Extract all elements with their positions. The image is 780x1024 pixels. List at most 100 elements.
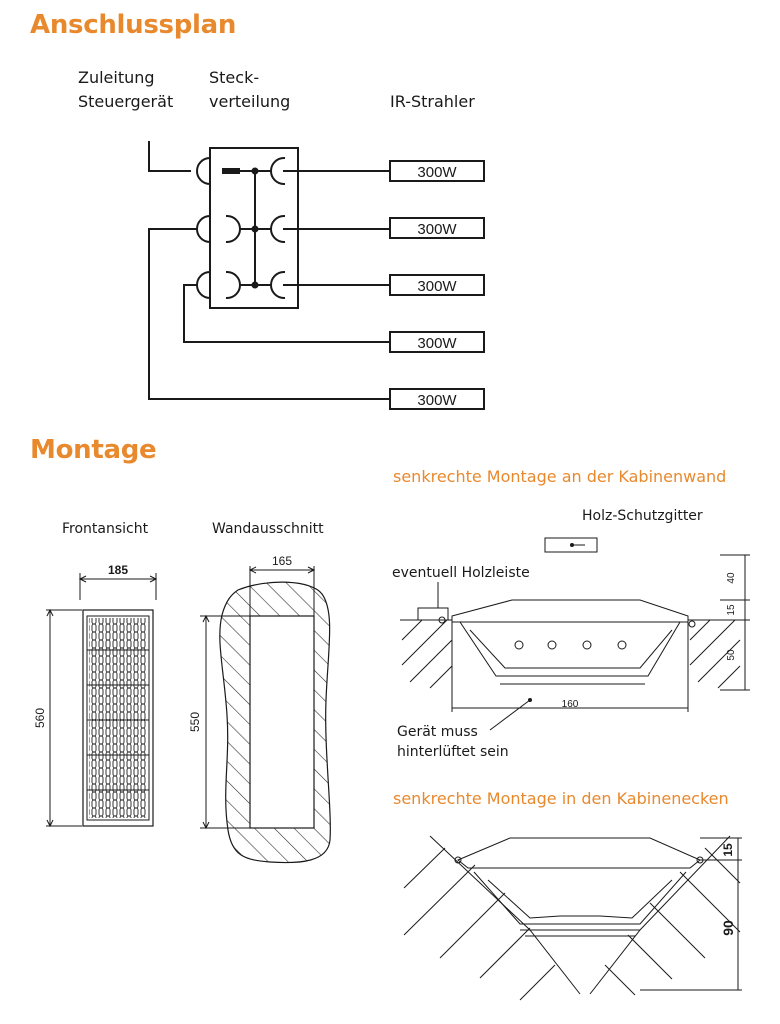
corner-wall-left <box>429 835 581 995</box>
dim-15-value: 15 <box>726 604 737 616</box>
corner-hatch-1 <box>403 847 446 889</box>
junction-dot-2 <box>251 225 259 233</box>
screw-right <box>688 620 696 628</box>
socket-left-2 <box>196 214 212 244</box>
corner-dim-90-value: 90 <box>720 920 736 936</box>
wall-hatch-6 <box>689 619 736 666</box>
wall-hatch-3 <box>409 639 453 683</box>
wall-width-arrow-r <box>307 566 316 574</box>
front-heater-frame <box>82 609 154 827</box>
dim-160-value: 160 <box>562 699 579 710</box>
front-height-arrow-b <box>46 819 54 828</box>
distribution-box <box>209 147 299 309</box>
steckverteilung-line-1: Steck- <box>209 68 260 87</box>
junction-dot-3 <box>251 281 259 289</box>
heater-reflector <box>469 629 673 669</box>
heater-box-3 <box>389 274 485 296</box>
socket-left-3 <box>196 270 212 300</box>
wall-hatch-5 <box>689 619 711 641</box>
heater-label-5: 300W <box>417 392 457 409</box>
line-heater-4 <box>183 284 391 343</box>
wood-strip <box>417 607 449 621</box>
socket-inner-right-3 <box>270 270 286 300</box>
frontansicht-title: Frontansicht <box>62 521 149 537</box>
corner-hatch-10 <box>604 964 636 996</box>
line-heater-5 <box>148 228 391 400</box>
wall-width-arrow-l <box>248 566 257 574</box>
wall-hatch-2 <box>401 619 448 666</box>
dim-50-value: 50 <box>726 649 737 661</box>
luft-dot <box>528 698 532 702</box>
wandausschnitt-title: Wandausschnitt <box>212 521 324 537</box>
wall-opening <box>249 615 315 829</box>
front-heater-inner <box>86 615 150 821</box>
hinterlueftet-label: Gerät muss hinterlüftet sein <box>397 722 509 762</box>
holz-schutzgitter-label: Holz-Schutzgitter <box>582 508 703 524</box>
corner-hatch-9 <box>627 934 673 980</box>
wall-right-edge <box>687 619 745 690</box>
front-width-arrow-r <box>149 575 158 583</box>
heater-label-2: 300W <box>417 221 457 238</box>
corner-hatch-4 <box>479 927 531 979</box>
front-heater-grille <box>89 618 147 818</box>
plug-pin <box>222 168 240 174</box>
corner-hatch-5 <box>519 964 556 1001</box>
heater-box-2 <box>389 217 485 239</box>
wall-cutout-shape <box>219 581 331 864</box>
zuleitung-label: Zuleitung Steuergerät <box>78 66 173 114</box>
heater-label-4: 300W <box>417 335 457 352</box>
hinterlueftet-line-1: Gerät muss <box>397 724 478 740</box>
vertical-mount-title: senkrechte Montage an der Kabinenwand <box>393 467 727 486</box>
heater-box-1 <box>389 160 485 182</box>
heater-box-4 <box>389 331 485 353</box>
corner-heater-body <box>473 871 687 925</box>
ir-strahler-label: IR-Strahler <box>390 92 475 111</box>
montage-heading: Montage <box>30 435 157 465</box>
wall-width-value: 165 <box>272 554 292 568</box>
corner-screw-right <box>696 856 704 864</box>
zuleitung-line-1: Zuleitung <box>78 68 155 87</box>
heater-label-3: 300W <box>417 278 457 295</box>
wall-height-arrow-b <box>202 821 210 830</box>
corner-mount-title: senkrechte Montage in den Kabinenecken <box>393 789 729 808</box>
socket-inner-left-2 <box>225 214 241 244</box>
heater-element-1 <box>514 640 524 650</box>
wall-height-value: 550 <box>188 712 202 732</box>
front-height-arrow-t <box>46 608 54 617</box>
wood-guard-grille <box>544 537 598 553</box>
screw-left <box>438 616 446 624</box>
corner-hatch-8 <box>649 902 706 959</box>
front-width-value: 185 <box>108 563 128 577</box>
heater-box-5 <box>389 388 485 410</box>
steckverteilung-label: Steck- verteilung <box>209 66 290 114</box>
anschlussplan-heading: Anschlussplan <box>30 10 237 40</box>
heater-label-1: 300W <box>417 164 457 181</box>
corner-hatch-2 <box>403 864 476 936</box>
heater-top <box>451 599 689 623</box>
socket-inner-left-3 <box>225 270 241 300</box>
heater-body <box>459 621 681 677</box>
corner-reflector <box>487 879 673 919</box>
front-height-value: 560 <box>33 708 47 728</box>
front-width-arrow-l <box>78 575 87 583</box>
corner-hatch-6 <box>704 847 741 884</box>
corner-dim-15-value: 15 <box>721 843 735 857</box>
wall-hatch-7 <box>697 639 741 683</box>
dim-40-value: 40 <box>726 572 737 584</box>
wall-left-edge <box>400 619 453 690</box>
zuleitung-line-2: Steuergerät <box>78 92 174 111</box>
wall-height-arrow-t <box>202 614 210 623</box>
corner-screw-left <box>454 856 462 864</box>
corner-hatch-3 <box>439 892 506 959</box>
corner-heater-top <box>457 837 701 869</box>
feed-line <box>148 141 191 172</box>
wall-hatch-4 <box>429 665 453 689</box>
wall-hatch-8 <box>717 665 741 689</box>
heater-element-2 <box>547 640 557 650</box>
holzleiste-label: eventuell Holzleiste <box>392 565 530 581</box>
socket-inner-right-2 <box>270 214 286 244</box>
corner-hatch-7 <box>679 871 741 933</box>
heater-element-4 <box>617 640 627 650</box>
feed-socket <box>196 156 212 186</box>
